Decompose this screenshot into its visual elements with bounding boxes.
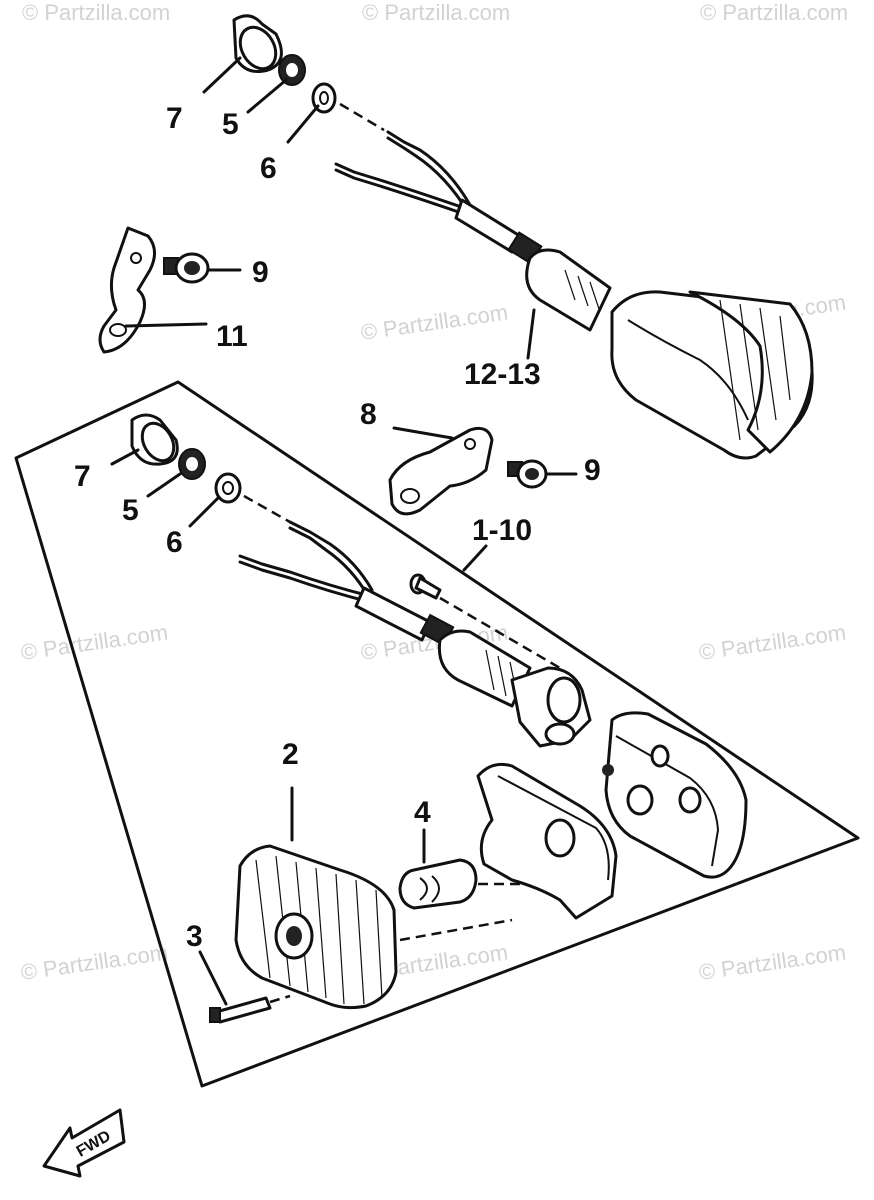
fwd-arrow: FWD [42, 1108, 126, 1178]
part-9-bolt-top [163, 252, 210, 284]
watermark-11: © Partzilla.com [697, 940, 847, 985]
watermark-8: © Partzilla.com [697, 620, 847, 665]
watermark-2: © Partzilla.com [362, 0, 510, 25]
part-5-nut-top [278, 54, 306, 86]
watermark-4: © Partzilla.com [359, 300, 509, 345]
axis-line-mid [243, 494, 291, 524]
assembly-boundary [14, 380, 860, 1088]
axis-line-lens [399, 918, 513, 942]
watermark-9: © Partzilla.com [19, 940, 169, 985]
callout-labels: 7 5 6 9 11 12-13 8 9 7 5 6 1-10 2 4 3 [74, 102, 601, 953]
callout-top-12-13: 12-13 [464, 358, 541, 391]
part-1-10-turn-signal-mid [437, 629, 748, 879]
axis-line-top [339, 102, 385, 132]
callout-mid-1-10: 1-10 [472, 514, 532, 547]
callout-mid-5: 5 [122, 494, 139, 527]
part-9-bolt-mid [507, 459, 548, 489]
callout-top-5: 5 [222, 108, 239, 141]
callout-top-7: 7 [166, 102, 183, 135]
screw-mid [409, 573, 442, 600]
callout-top-11: 11 [216, 320, 248, 353]
watermark-6: © Partzilla.com [19, 620, 169, 665]
part-7-cap-mid [130, 413, 179, 466]
watermark-1: © Partzilla.com [22, 0, 170, 25]
callout-mid-6: 6 [166, 526, 183, 559]
axis-line-screw-3 [269, 994, 291, 1004]
callout-low-2: 2 [282, 738, 299, 771]
wires-top [334, 130, 543, 265]
callout-mid-8: 8 [360, 398, 377, 431]
part-12-13-turn-signal-top [525, 248, 814, 460]
callout-top-6: 6 [260, 152, 277, 185]
callout-mid-9: 9 [584, 454, 601, 487]
leader-lines [110, 56, 578, 1006]
callout-top-9: 9 [252, 256, 269, 289]
part-2-lens [234, 844, 398, 1010]
part-5-nut-mid [178, 448, 206, 480]
part-11-bracket-top [98, 226, 156, 354]
part-8-bracket-mid [388, 426, 494, 516]
part-7-cap-top [232, 14, 283, 73]
callout-low-3: 3 [186, 920, 203, 953]
callout-mid-7: 7 [74, 460, 91, 493]
socket-reflector [476, 762, 618, 920]
axis-line-screw [439, 596, 561, 670]
part-3-screw [209, 996, 272, 1024]
callout-low-4: 4 [414, 796, 431, 829]
part-6-washer-mid [214, 472, 242, 504]
watermark-3: © Partzilla.com [700, 0, 848, 25]
part-4-bulb [398, 858, 478, 910]
